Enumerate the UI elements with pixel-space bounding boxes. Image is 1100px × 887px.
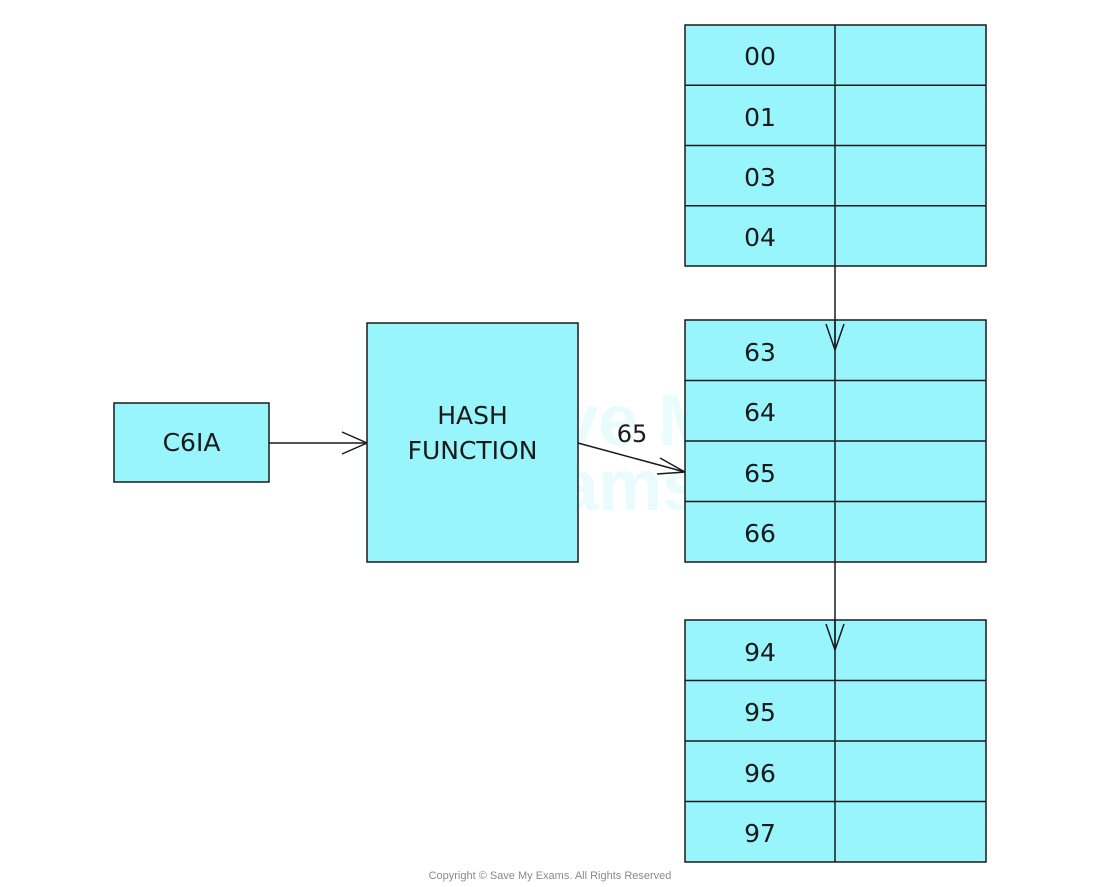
table-block-2: 63 64 65 66 (684, 319, 987, 563)
link-table-1-to-table-2 (825, 266, 845, 353)
table-3-index-97: 97 (744, 819, 776, 848)
arrow-hash-to-slot-shaft (577, 442, 686, 473)
table-3-index-94: 94 (744, 638, 776, 667)
input-key-label: C6IA (163, 428, 221, 457)
link-table-2-to-table-3 (825, 562, 845, 653)
table-1-index-03: 03 (744, 163, 776, 192)
table-1-index-04: 04 (744, 223, 776, 252)
table-1-index-00: 00 (744, 42, 776, 71)
table-2-index-65: 65 (744, 459, 776, 488)
hash-function-label-line-2: FUNCTION (408, 436, 538, 465)
table-3-index-95: 95 (744, 698, 776, 727)
hash-output-label: 65 (617, 420, 648, 448)
table-2-index-64: 64 (744, 398, 776, 427)
hash-function-label-line-1: HASH (437, 401, 508, 430)
table-2-index-66: 66 (744, 519, 776, 548)
hash-function-node: HASH FUNCTION (366, 322, 579, 563)
table-3-index-96: 96 (744, 759, 776, 788)
hash-function-box (366, 322, 579, 563)
link-2-head (825, 623, 845, 653)
table-block-3: 94 95 96 97 (684, 619, 987, 863)
arrow-hash-to-slot: 65 (577, 420, 688, 475)
table-2-index-63: 63 (744, 338, 776, 367)
table-1-index-01: 01 (744, 103, 776, 132)
link-1-head (825, 323, 845, 353)
copyright-notice: Copyright © Save My Exams. All Rights Re… (429, 870, 672, 882)
arrow-key-to-hash (269, 431, 369, 455)
table-block-1: 00 01 03 04 (684, 24, 987, 267)
input-key-node: C6IA (113, 402, 270, 483)
input-key-box (113, 402, 270, 483)
